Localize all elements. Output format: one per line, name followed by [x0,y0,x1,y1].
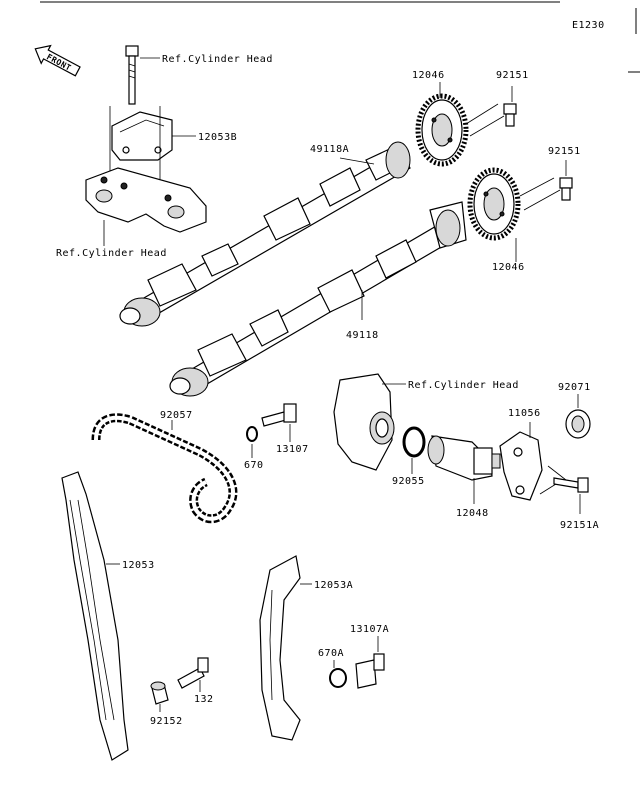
label-12046-mid: 12046 [492,262,525,273]
cam-chain-92057 [91,413,238,524]
label-92152: 92152 [150,716,183,727]
label-92151A: 92151A [560,520,599,531]
o-ring-92055 [402,426,426,458]
label-12046-top: 12046 [412,70,445,81]
camshaft-49118A [119,141,411,327]
label-670: 670 [244,460,264,471]
label-92151-top: 92151 [496,70,529,81]
label-92071: 92071 [558,382,591,393]
label-13107A: 13107A [350,624,389,635]
label-ref-cylinder-head-top: Ref.Cylinder Head [162,54,273,65]
camshaft-49118 [169,201,467,397]
label-12048: 12048 [456,508,489,519]
label-92057: 92057 [160,410,193,421]
label-ref-cylinder-head-left: Ref.Cylinder Head [56,248,167,259]
label-ref-cylinder-head-right: Ref.Cylinder Head [408,380,519,391]
label-92055: 92055 [392,476,425,487]
label-49118: 49118 [346,330,379,341]
gasket-11056 [499,431,543,501]
chain-guide-12053 [61,471,129,761]
collar-92152 [150,681,169,705]
label-12053A: 12053A [314,580,353,591]
cylinder-head-cam-holder [85,167,207,233]
camshaft-cap-bolt [125,45,139,105]
label-11056: 11056 [508,408,541,419]
bolt-13107A [355,653,385,689]
label-92151-mid: 92151 [548,146,581,157]
cam-sprocket-upper [415,93,469,167]
chain-tensioner-12048 [427,435,501,481]
o-ring-670 [246,426,258,442]
cap-92071 [565,409,591,439]
label-12053: 12053 [122,560,155,571]
diagram-code: E1230 [572,20,605,31]
page-rules [40,1,640,73]
bolt-92151A [553,477,589,493]
sprocket-bolt-lower [559,177,573,201]
cam-sprocket-lower [467,167,521,241]
chain-guide-12053A [259,555,301,741]
camshaft-cap-12053B [111,111,173,161]
front-arrow-icon: FRONT [34,44,81,77]
label-12053B: 12053B [198,132,237,143]
label-670A: 670A [318,648,344,659]
bolt-132 [177,657,209,689]
label-132: 132 [194,694,214,705]
label-49118A: 49118A [310,144,349,155]
label-13107: 13107 [276,444,309,455]
cylinder-head-tensioner-mount [333,373,395,471]
bolt-13107 [261,403,297,427]
o-ring-670A [329,668,347,688]
sprocket-bolt-upper [503,103,517,127]
